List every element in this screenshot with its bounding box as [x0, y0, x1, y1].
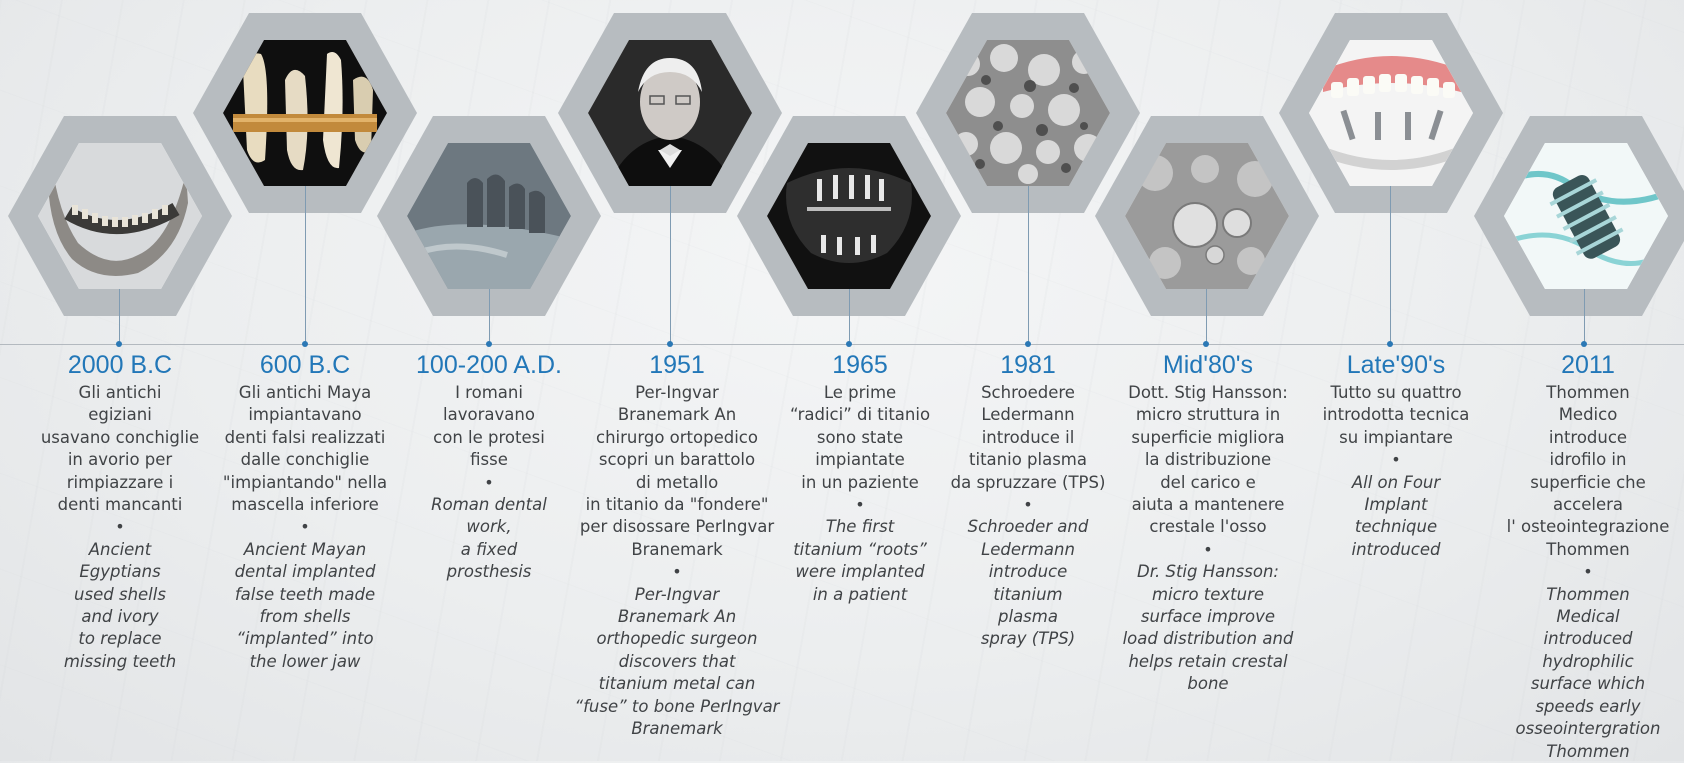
timeline-marker: [302, 341, 308, 347]
year-label: 1951: [649, 351, 705, 379]
bullet-separator: •: [1583, 562, 1593, 582]
year-label: 100-200 A.D.: [416, 351, 562, 379]
connector-line: [1584, 289, 1585, 343]
connector-line: [305, 186, 306, 343]
italian-description: Tutto su quattro introdotta tecnica su i…: [1322, 383, 1470, 447]
timeline-marker: [1025, 341, 1031, 347]
english-description: All on Four Implant technique introduced: [1351, 472, 1441, 559]
bullet-separator: •: [1023, 495, 1033, 515]
hexagon-frame-mid80s: [1095, 116, 1319, 316]
timeline-entry-1951: 1951 Per-Ingvar Branemark An chirurgo or…: [572, 350, 782, 741]
all-on-four-image: [1309, 40, 1473, 186]
bullet-separator: •: [855, 495, 865, 515]
hydrophilic-implant-image: [1504, 143, 1668, 289]
bullet-separator: •: [300, 517, 310, 537]
timeline-entry-100-200ad: 100-200 A.D. I romani lavoravano con le …: [409, 350, 569, 584]
hexagon-frame-2000bc: [8, 116, 232, 316]
timeline-entry-1965: 1965 Le prime “radici” di titanio sono s…: [789, 350, 931, 606]
italian-description: Le prime “radici” di titanio sono state …: [789, 383, 931, 492]
roman-jaw-image: [407, 143, 571, 289]
year-label: Mid'80's: [1162, 351, 1254, 379]
timeline-axis: [0, 344, 1684, 345]
connector-line: [1028, 186, 1029, 343]
italian-description: I romani lavoravano con le protesi fisse: [433, 383, 545, 470]
timeline-marker: [1581, 341, 1587, 347]
italian-description: Dott. Stig Hansson: micro struttura in s…: [1128, 383, 1288, 537]
italian-description: Gli antichi Maya impiantavano denti fals…: [222, 383, 388, 515]
timeline-entry-mid80s: Mid'80's Dott. Stig Hansson: micro strut…: [1118, 350, 1298, 696]
year-label: 1981: [1000, 351, 1056, 379]
timeline-marker: [1387, 341, 1393, 347]
bullet-separator: •: [484, 472, 494, 492]
timeline-entry-2000bc: 2000 B.C Gli antichi egiziani usavano co…: [25, 350, 215, 673]
hexagon-frame-late90s: [1279, 13, 1503, 213]
connector-line: [119, 289, 120, 343]
timeline-marker: [1203, 341, 1209, 347]
italian-description: Schroedere Ledermann introduce il titani…: [950, 383, 1106, 492]
english-description: Thommen Medical introduced hydrophilic s…: [1515, 584, 1661, 761]
year-label: 2000 B.C: [67, 351, 173, 379]
english-description: Ancient Mayan dental implanted false tee…: [234, 539, 376, 671]
hexagon-frame-1951: [558, 13, 782, 213]
year-label: 2011: [1561, 351, 1615, 379]
timeline-entry-2011: 2011 Thommen Medico introduce idrofilo i…: [1498, 350, 1678, 763]
timeline-entry-late90s: Late'90's Tutto su quattro introdotta te…: [1316, 350, 1476, 561]
english-description: Schroeder and Ledermann introduce titani…: [967, 517, 1089, 649]
hexagon-frame-2011: [1474, 116, 1684, 316]
english-description: Roman dental work, a fixed prosthesis: [431, 495, 547, 582]
hexagon-frame-600bc: [193, 13, 417, 213]
english-description: Dr. Stig Hansson: micro texture surface …: [1122, 562, 1294, 694]
italian-description: Per-Ingvar Branemark An chirurgo ortoped…: [579, 383, 775, 559]
timeline-marker: [116, 341, 122, 347]
timeline-marker: [667, 341, 673, 347]
connector-line: [489, 289, 490, 343]
italian-description: Thommen Medico introduce idrofilo in sup…: [1506, 383, 1670, 559]
bullet-separator: •: [1391, 450, 1401, 470]
connector-line: [670, 186, 671, 343]
bullet-separator: •: [115, 517, 125, 537]
english-description: Ancient Egyptians used shells and ivory …: [63, 539, 177, 671]
hexagon-frame-1965: [737, 116, 961, 316]
timeline-marker: [486, 341, 492, 347]
english-description: Per-Ingvar Branemark An orthopedic surge…: [574, 584, 780, 739]
connector-line: [1390, 186, 1391, 343]
timeline-entry-600bc: 600 B.C Gli antichi Maya impiantavano de…: [205, 350, 405, 673]
italian-description: Gli antichi egiziani usavano conchiglie …: [40, 383, 200, 515]
timeline-marker: [846, 341, 852, 347]
hexagon-frame-1981: [916, 13, 1140, 213]
english-description: The first titanium “roots” were implante…: [793, 517, 927, 604]
timeline-entry-1981: 1981 Schroedere Ledermann introduce il t…: [943, 350, 1113, 651]
year-label: 600 B.C: [259, 351, 351, 379]
bullet-separator: •: [1203, 539, 1213, 559]
bullet-separator: •: [672, 562, 682, 582]
connector-line: [1206, 289, 1207, 343]
connector-line: [849, 289, 850, 343]
year-label: 1965: [832, 351, 888, 379]
year-label: Late'90's: [1346, 351, 1446, 379]
hexagon-frame-100-200ad: [377, 116, 601, 316]
